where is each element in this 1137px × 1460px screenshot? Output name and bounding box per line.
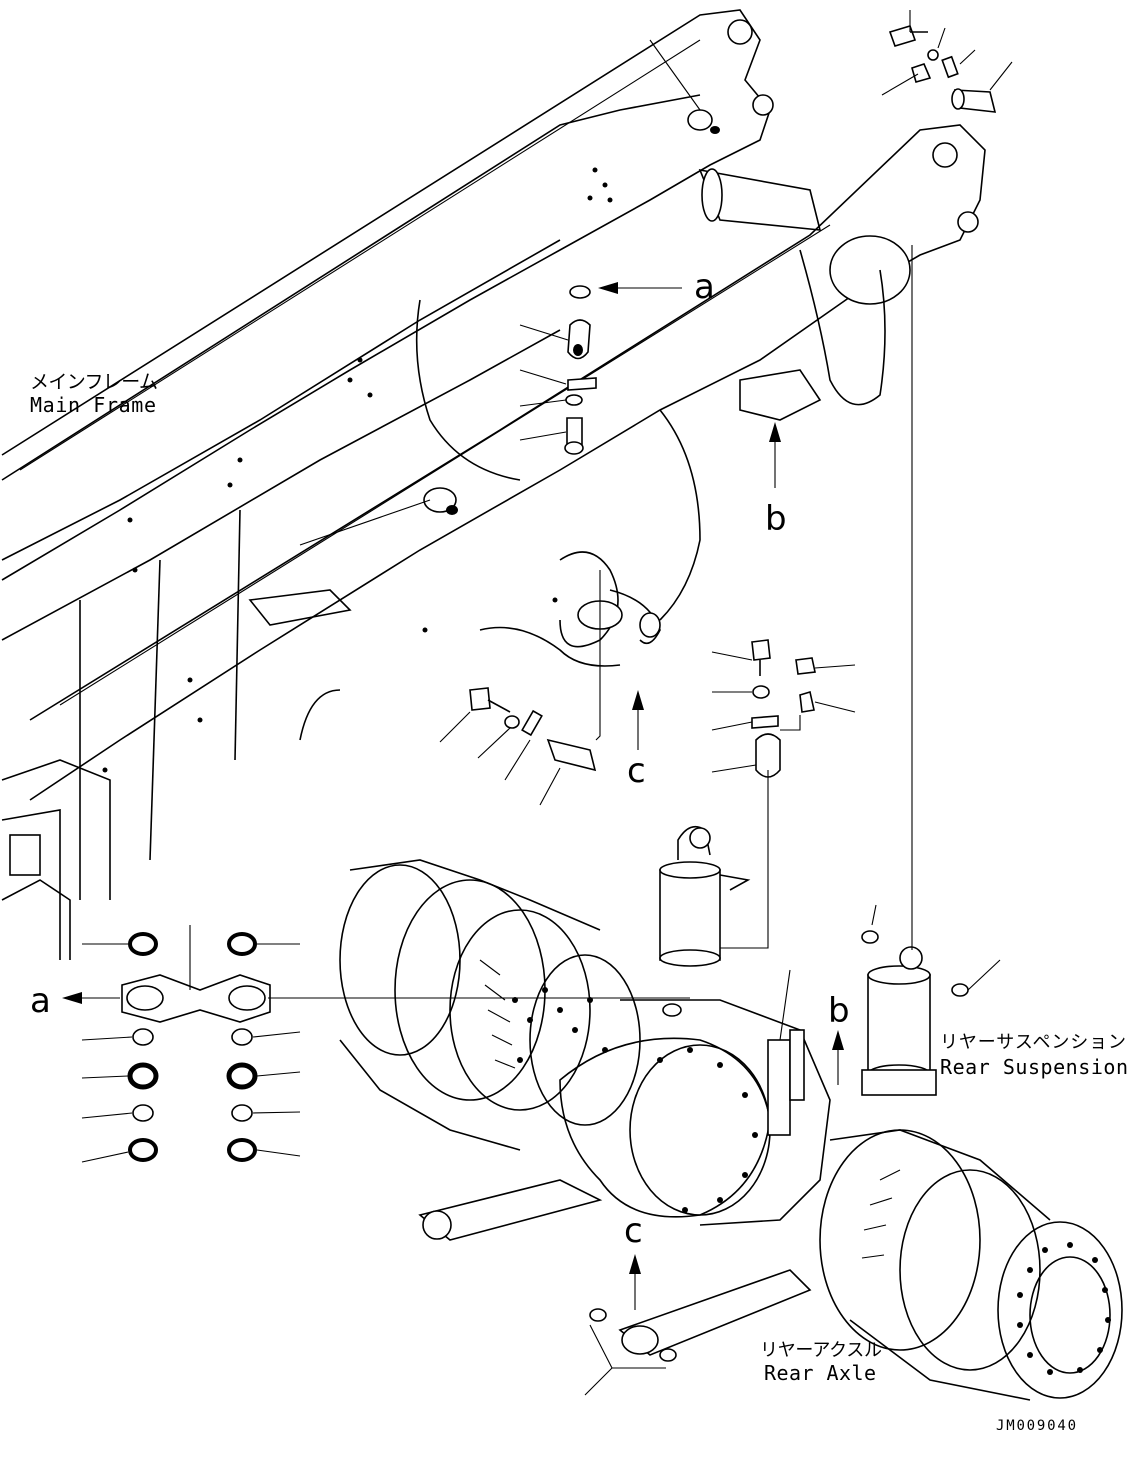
drawing-id: JM009040 — [996, 1418, 1076, 1434]
rear-axle-label-jp: リヤーアクスル — [760, 1340, 882, 1361]
frame-rivets — [102, 167, 613, 773]
hub-teeth — [479, 959, 901, 1259]
callout-c-top: c — [627, 751, 646, 791]
hub-bolts — [512, 987, 1111, 1375]
link-and-rings — [62, 925, 690, 1163]
callout-b-top: b — [765, 499, 787, 539]
rear-suspension-label-jp: リヤーサスペンション — [940, 1032, 1126, 1053]
main-frame-drawing — [1, 9, 986, 960]
rear-suspension-label-en: Rear Suspension — [940, 1055, 1128, 1079]
callout-a-top: a — [694, 267, 715, 307]
rear-axle-drawing — [339, 245, 1123, 1401]
rear-axle-label-en: Rear Axle — [764, 1361, 876, 1385]
main-frame-label-en: Main Frame — [30, 393, 156, 417]
callout-a-left: a — [30, 981, 51, 1021]
callout-arrows — [598, 282, 844, 1310]
callout-c-bottom: c — [624, 1211, 643, 1251]
upper-pin-parts — [299, 10, 1013, 949]
callout-b-bottom: b — [828, 991, 850, 1031]
main-frame-label-jp: メインフレーム — [30, 371, 158, 393]
